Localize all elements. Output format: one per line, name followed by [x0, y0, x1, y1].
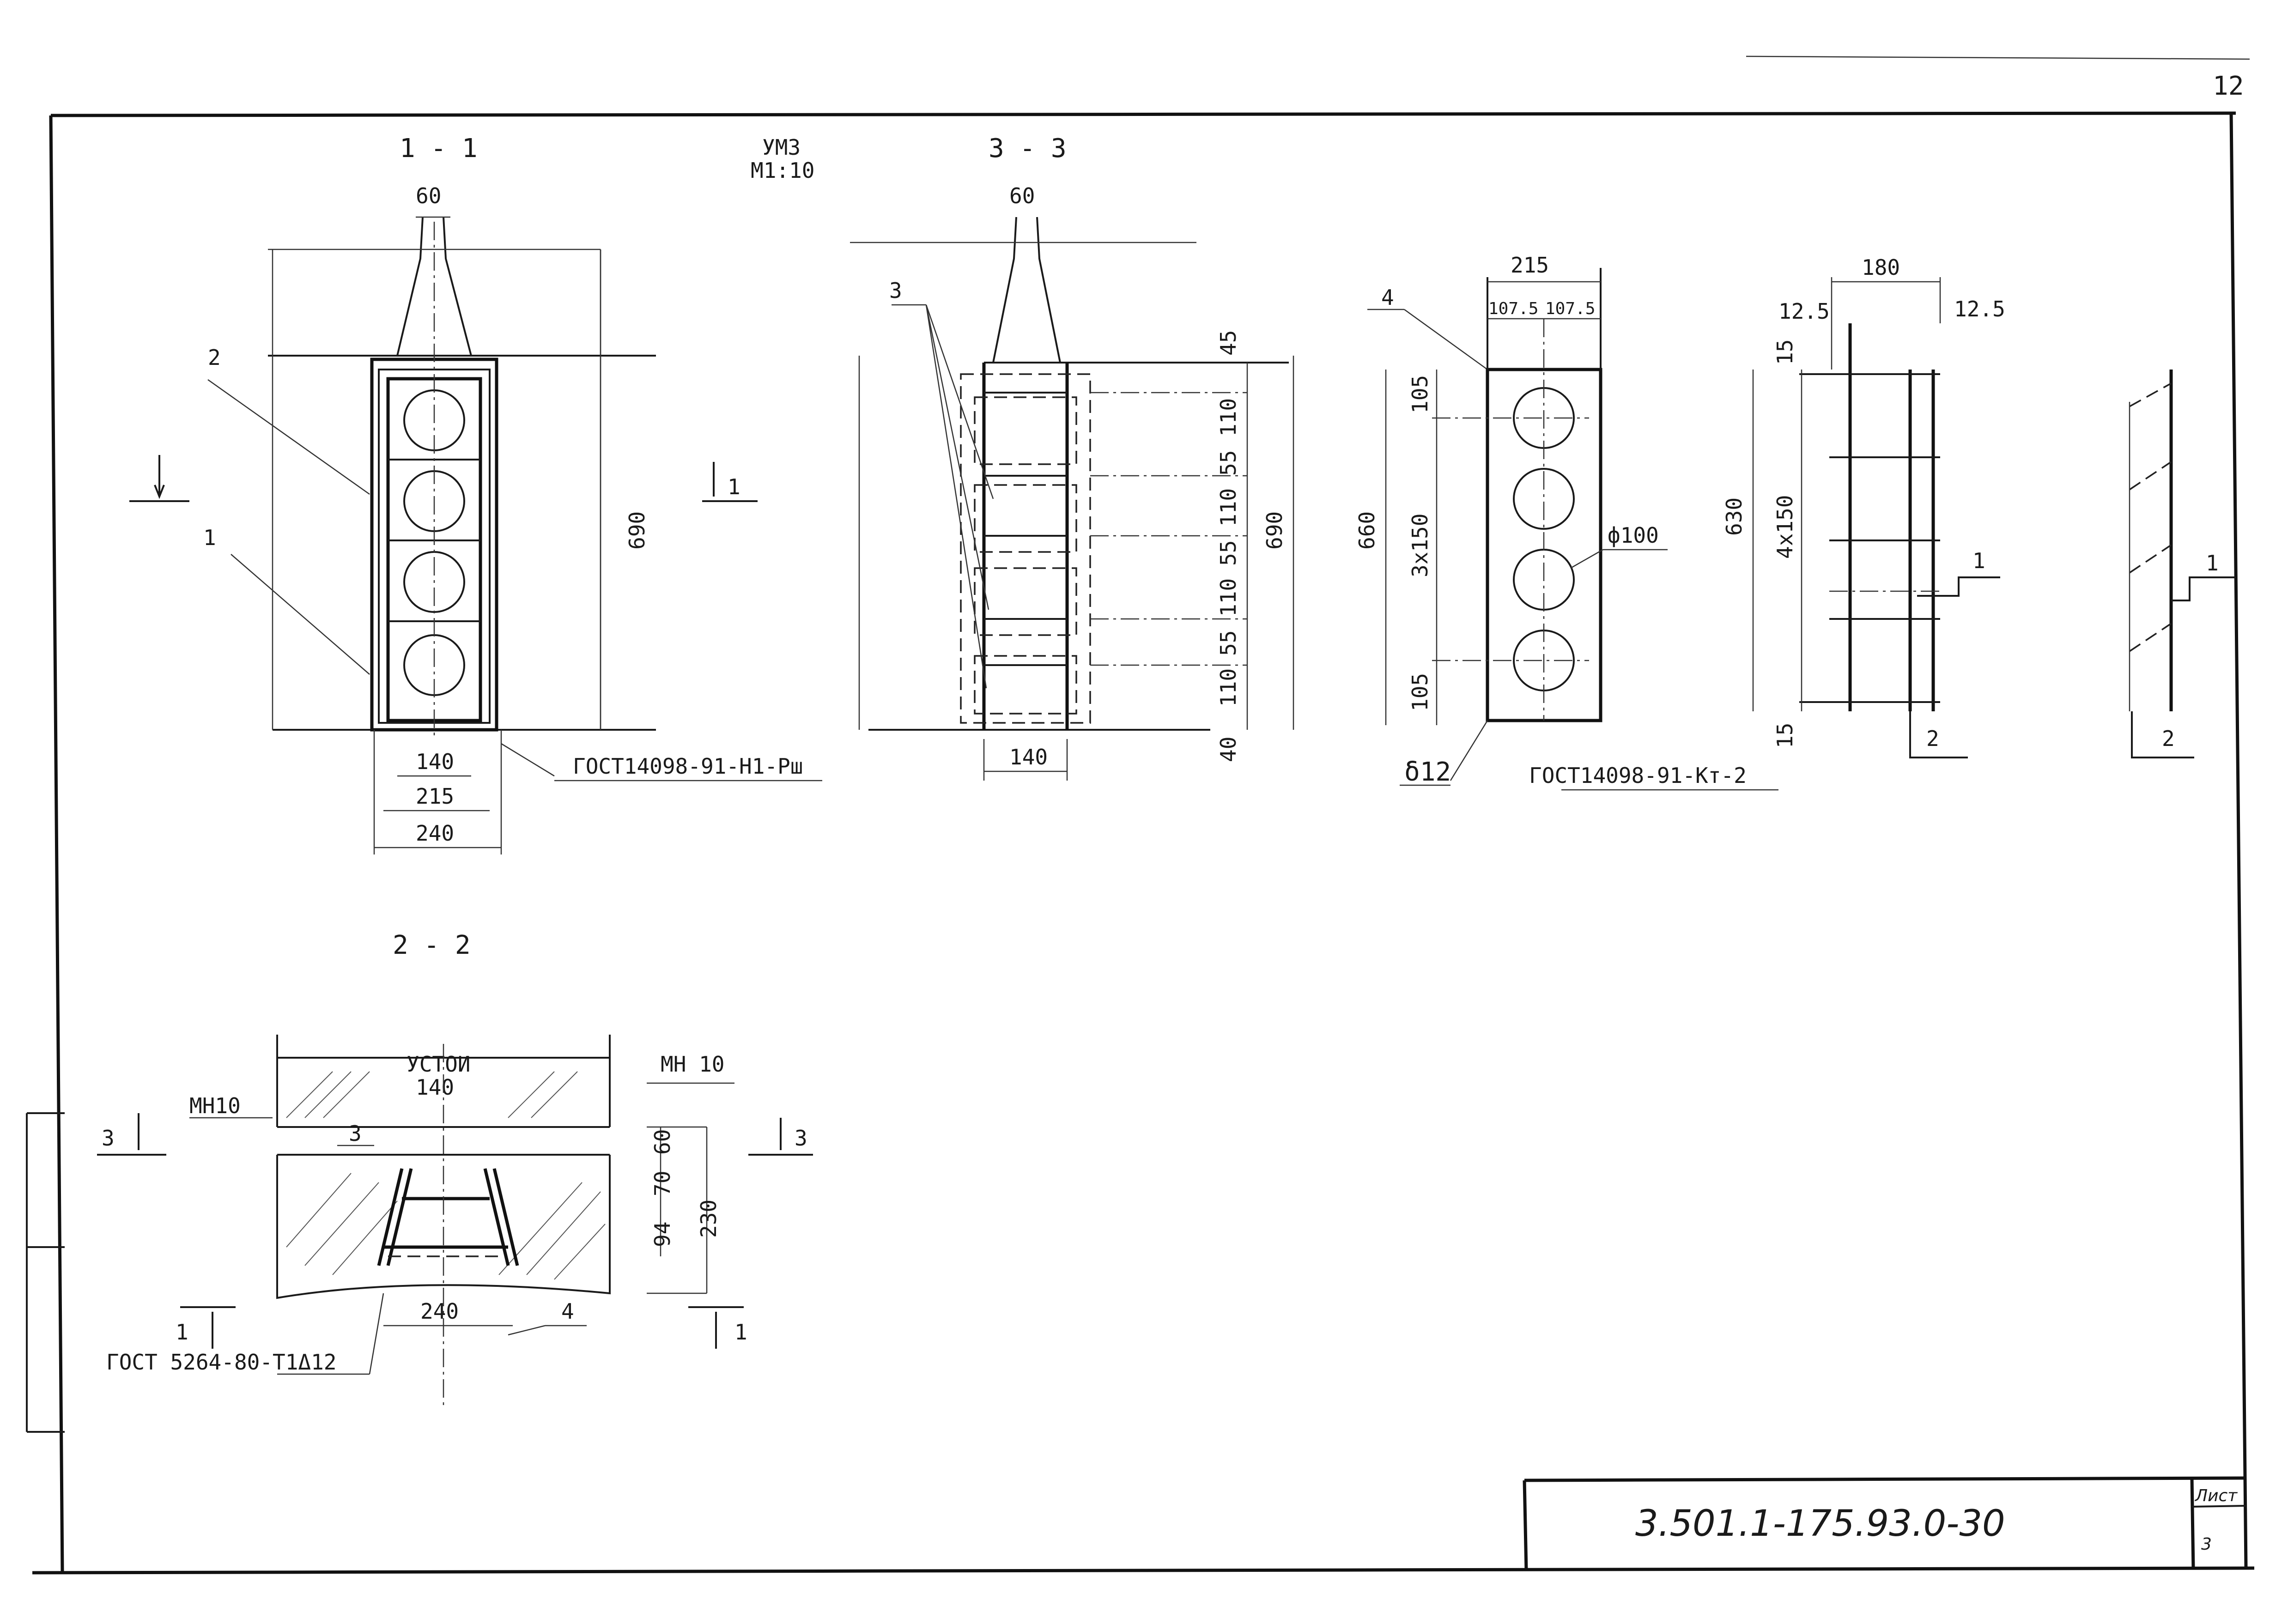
section-2-2-dim-94: 94	[650, 1222, 675, 1247]
section-1-1-dim-140: 140	[416, 749, 454, 774]
section-2-2-ustoi: УСТОИ	[407, 1052, 470, 1077]
cage-dim-15-bottom: 15	[1772, 723, 1797, 748]
section-1-1-dim-690: 690	[625, 511, 649, 550]
cage-dim-15-top: 15	[1772, 339, 1797, 365]
section-2-2-label: 2 - 2	[393, 930, 471, 960]
section-1-1-dim-240: 240	[416, 821, 454, 846]
section-2-2: 2 - 2 УСТОИ 140 МН 10 МН10 3	[97, 930, 813, 1409]
title-block-code: 3.501.1-175.93.0-30	[1635, 1503, 2005, 1545]
plate-detail: 4 215 107.5 107.5 660 105 3x150 105 ф100…	[1354, 253, 1778, 791]
section-2-2-cut-3-left: 3	[102, 1126, 115, 1151]
cage-mark-1: 1	[1972, 548, 1985, 573]
section-1-1-top-dim: 60	[416, 183, 441, 208]
section-3-3-dim-55-b: 55	[1216, 540, 1241, 566]
section-2-2-mn10-left: МН10	[189, 1093, 241, 1118]
section-1-1-callout-1: 1	[203, 525, 216, 550]
plate-dim-105-top: 105	[1408, 375, 1432, 413]
section-2-2-mn10-right: МН 10	[661, 1052, 724, 1077]
section-3-3-dim-690: 690	[1262, 511, 1287, 550]
section-3-3-dim-110-c: 110	[1216, 578, 1241, 617]
section-2-2-dim-60: 60	[650, 1129, 675, 1155]
sheet-label: Лист	[2194, 1486, 2238, 1505]
section-1-1-dim-215: 215	[416, 784, 454, 809]
plate-dim-215: 215	[1511, 253, 1549, 278]
side-view-mark-1: 1	[2206, 551, 2219, 576]
plate-hole-diameter: ф100	[1608, 523, 1659, 548]
side-view: 1 2	[2129, 370, 2236, 758]
cage-mark-2: 2	[1926, 726, 1939, 751]
plate-thickness: δ12	[1404, 757, 1451, 787]
section-2-2-dim-240: 240	[420, 1299, 459, 1324]
section-3-3-dim-110-b: 110	[1216, 488, 1241, 527]
section-2-2-dim-140: 140	[416, 1075, 454, 1100]
section-3-3-top-dim: 60	[1009, 183, 1035, 208]
section-3-3-dim-55-a: 55	[1216, 450, 1241, 476]
section-3-3-label: 3 - 3	[989, 133, 1067, 164]
section-3-3-dim-45: 45	[1216, 330, 1241, 356]
sheet-frame	[26, 55, 2255, 1575]
section-2-2-dim-70: 70	[650, 1171, 675, 1196]
section-3-3-dim-140: 140	[1009, 745, 1048, 770]
cage-dim-630: 630	[1722, 497, 1747, 536]
section-2-2-cut-3-right: 3	[795, 1126, 807, 1151]
section-2-2-cut-1-left: 1	[176, 1320, 188, 1345]
concrete-hatching	[286, 1071, 606, 1280]
section-1-1-standard: ГОСТ14098-91-Н1-Рш	[573, 754, 803, 779]
section-3-3-callout-3: 3	[889, 278, 902, 303]
section-1-1: 1 - 1 60 690 1 2	[129, 133, 822, 854]
section-2-2-cut-1-right: 1	[734, 1320, 747, 1345]
cage-dim-12-5-right: 12.5	[1954, 297, 2005, 321]
sheet-number: 3	[2201, 1535, 2212, 1554]
section-2-2-callout-3: 3	[349, 1121, 362, 1146]
scale-note-line1: УМ3	[762, 135, 801, 160]
plate-dim-3x150: 3x150	[1408, 514, 1432, 577]
section-2-2-dim-230: 230	[696, 1200, 721, 1238]
plate-dim-660: 660	[1354, 511, 1379, 550]
page-corner-number: 12	[2213, 71, 2244, 101]
cage-dim-180: 180	[1862, 255, 1900, 280]
plate-callout-4: 4	[1381, 285, 1394, 310]
plate-standard: ГОСТ14098-91-Кт-2	[1529, 763, 1747, 788]
cage-dim-12-5-left: 12.5	[1778, 299, 1830, 324]
cage-detail: 180 12.5 12.5 15 630 4x150 15 1 2	[1722, 255, 2005, 758]
plate-dim-107-right: 107.5	[1545, 299, 1595, 318]
cage-dim-4x150: 4x150	[1772, 495, 1797, 559]
section-3-3-dim-55-c: 55	[1216, 630, 1241, 656]
section-1-1-label: 1 - 1	[400, 133, 478, 164]
side-view-mark-2: 2	[2162, 726, 2175, 751]
section-3-3-dim-110-a: 110	[1216, 398, 1241, 436]
section-1-1-cut-mark: 1	[728, 474, 740, 499]
section-2-2-callout-4: 4	[561, 1299, 574, 1324]
section-2-2-standard: ГОСТ 5264-80-Т1Δ12	[106, 1350, 337, 1375]
section-1-1-callout-2: 2	[208, 345, 221, 370]
section-3-3: 3 - 3 60 3 45 110	[850, 133, 1294, 781]
plate-dim-105-bottom: 105	[1408, 673, 1432, 711]
section-3-3-dim-110-d: 110	[1216, 668, 1241, 707]
section-3-3-dim-40: 40	[1216, 737, 1241, 762]
scale-note-line2: М1:10	[751, 158, 814, 183]
plate-dim-107-left: 107.5	[1488, 299, 1538, 318]
